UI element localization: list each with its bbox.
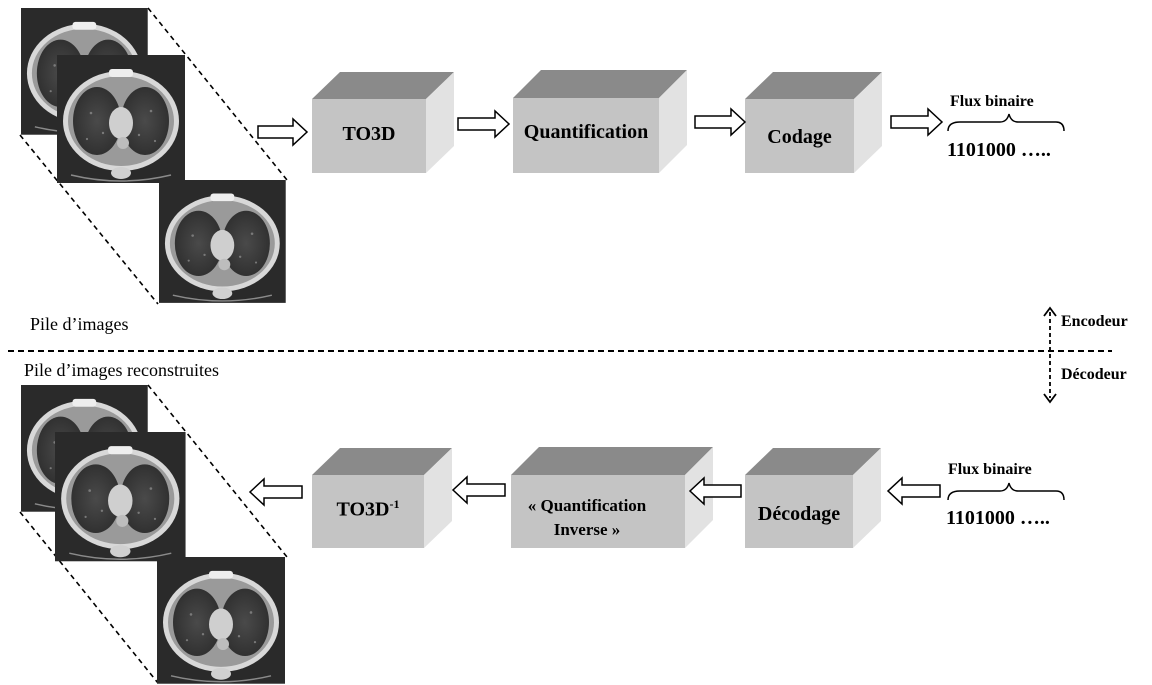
block-decodage [745,448,881,548]
decoder-direction-label: Décodeur [1061,366,1127,383]
arrow-right-icon [694,107,747,137]
arrow-left-icon [688,476,742,506]
block-quantification-inverse-label: « Quantification Inverse » [511,494,663,542]
arrow-left-icon [451,475,506,505]
bitstream-bits: 1101000 ….. [947,139,1051,161]
block-to3d-label: TO3D [342,123,396,145]
quantification-inverse-line1: « Quantification [527,496,647,515]
ct-slice-image [158,179,287,304]
encoder-stack-caption: Pile d’images [30,314,129,334]
quantification-inverse-line2: Inverse » [553,520,621,539]
block-decodage-label: Décodage [757,503,841,525]
block-quantification-label: Quantification [523,121,649,143]
ct-slice-image [156,556,286,685]
arrow-left-icon [248,477,303,507]
block-quantification [513,70,687,173]
arrow-right-icon [257,117,309,147]
ct-slice-image [56,54,186,184]
brace-icon [947,113,1065,132]
arrow-right-icon [890,107,944,137]
decoder-bitstream-title: Flux binaire [948,461,1032,478]
to3d-inverse-superscript: -1 [389,497,400,511]
arrow-right-icon [457,109,511,139]
direction-arrow-icon [1043,306,1057,404]
arrow-left-icon [886,476,941,506]
decoder-bitstream-bits: 1101000 ….. [946,507,1050,529]
block-to3d-inverse-label: TO3D-1 [312,497,424,521]
ct-slice-image [54,431,187,563]
encoder-image-stack [19,7,288,305]
to3d-inverse-base: TO3D [336,498,390,521]
block-to3d-inverse [312,448,452,548]
block-codage-label: Codage [767,126,832,148]
block-to3d [312,72,454,173]
bitstream-title: Flux binaire [950,93,1034,110]
block-codage [745,72,882,173]
encoder-direction-label: Encodeur [1061,313,1128,330]
block-quantification-inverse [511,447,713,548]
decoder-stack-caption: Pile d’images reconstruites [24,360,219,380]
brace-icon [947,482,1065,501]
decoder-image-stack [19,384,288,685]
